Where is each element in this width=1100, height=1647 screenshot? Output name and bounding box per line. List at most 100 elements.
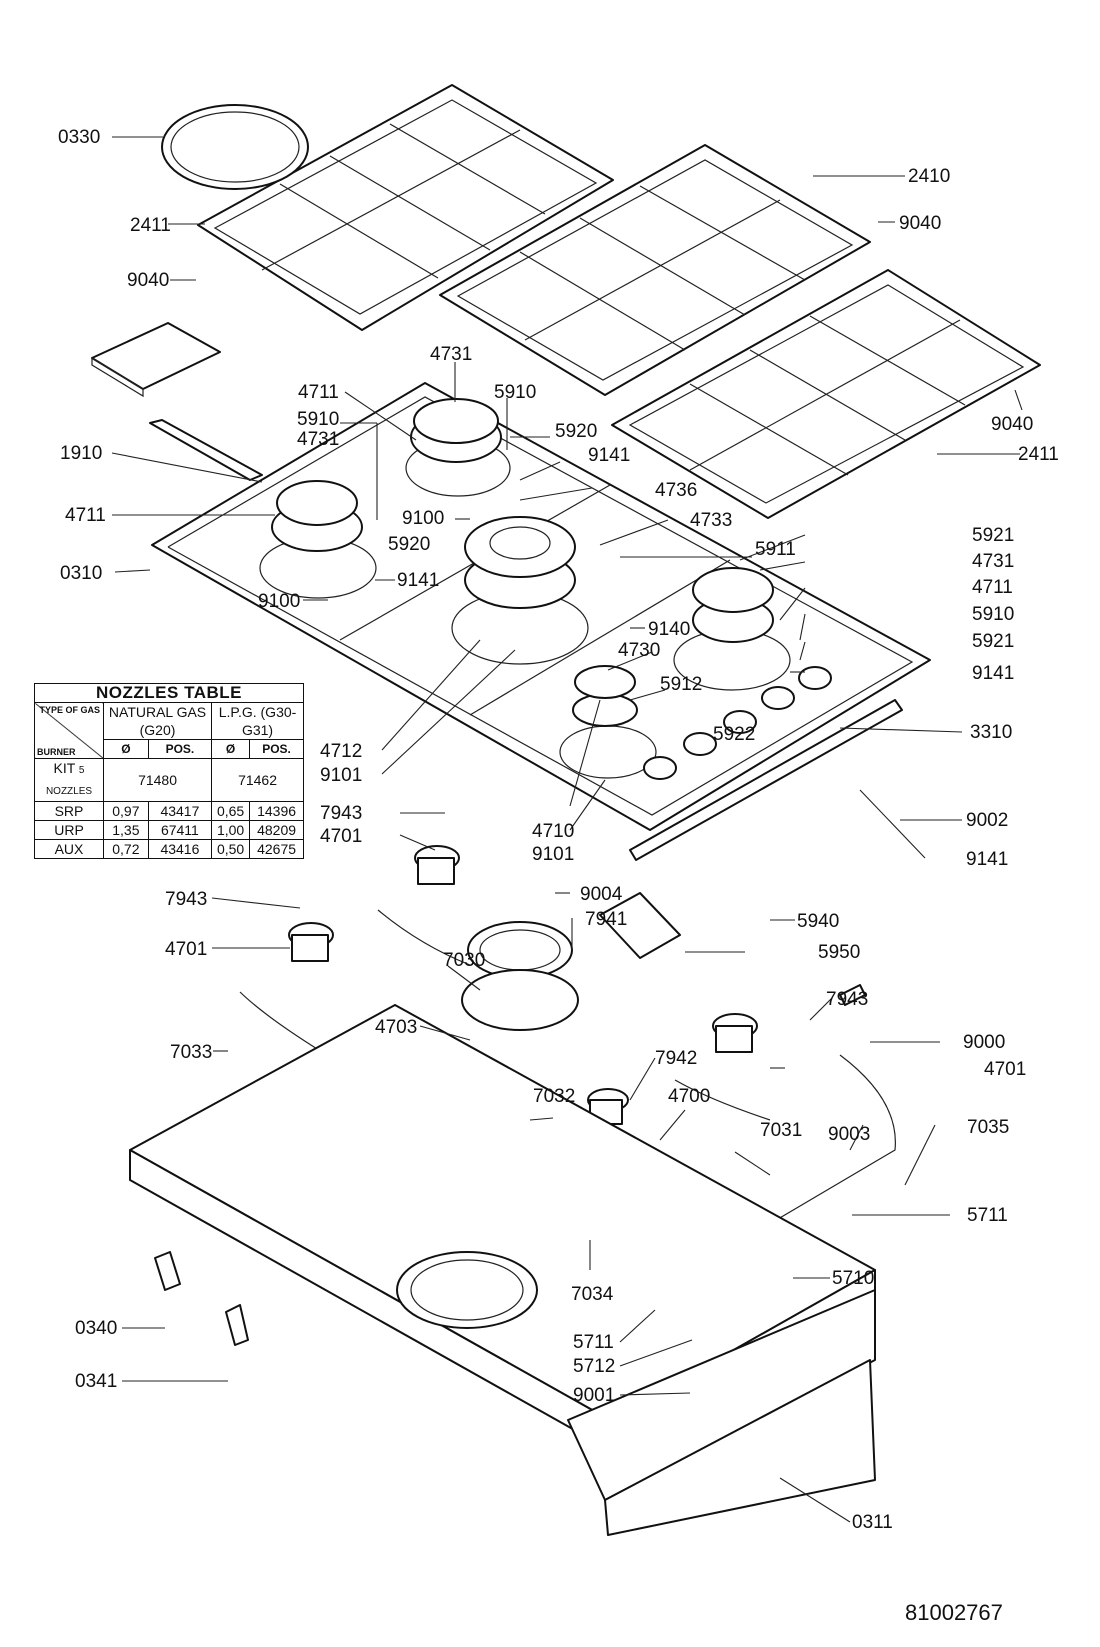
kit-row: KIT 5 NOZZLES 71480 71462 <box>34 758 304 802</box>
callout-5712: 5712 <box>573 1356 615 1377</box>
lpg-pos: 14396 <box>249 801 304 821</box>
type-of-gas-label: TYPE OF GAS <box>39 705 100 715</box>
callout-7942: 7942 <box>655 1048 697 1069</box>
callout-9003: 9003 <box>828 1124 870 1145</box>
callout-4701: 4701 <box>320 826 362 847</box>
callout-7030: 7030 <box>443 950 485 971</box>
front-rail <box>629 699 903 861</box>
callout-9141: 9141 <box>966 849 1008 870</box>
burner-cup-c <box>712 1013 758 1053</box>
callout-4731: 4731 <box>972 551 1014 572</box>
callout-4736: 4736 <box>655 480 697 501</box>
nozzles-table-title: NOZZLES TABLE <box>34 683 304 703</box>
ng-pos: 43417 <box>147 801 213 821</box>
pan-support-center <box>439 144 871 396</box>
callout-9040: 9040 <box>899 213 941 234</box>
table-row: SRP 0,97 43417 0,65 14396 <box>34 801 304 821</box>
callout-9141: 9141 <box>588 445 630 466</box>
callout-9002: 9002 <box>966 810 1008 831</box>
callout-5911: 5911 <box>755 539 796 560</box>
burner-right <box>673 567 791 691</box>
callout-7943: 7943 <box>826 989 868 1010</box>
callout-5950: 5950 <box>818 942 860 963</box>
wok-burner-base <box>461 921 579 1031</box>
callout-0330: 0330 <box>58 127 100 148</box>
callout-3310: 3310 <box>970 722 1012 743</box>
callout-4710: 4710 <box>532 821 574 842</box>
callout-9040: 9040 <box>127 270 169 291</box>
ng-diameter: 0,72 <box>103 839 149 859</box>
callout-7034: 7034 <box>571 1284 614 1305</box>
callout-4711: 4711 <box>65 505 106 526</box>
callout-4731: 4731 <box>430 344 472 365</box>
ng-diameter: 1,35 <box>103 820 149 840</box>
document-code: 81002767 <box>905 1600 1003 1625</box>
lpg-pos: 42675 <box>249 839 304 859</box>
callout-5710: 5710 <box>832 1268 874 1289</box>
callout-9000: 9000 <box>963 1032 1005 1053</box>
callout-4731: 4731 <box>297 429 339 450</box>
natural-gas-header: NATURAL GAS (G20) <box>102 702 213 740</box>
burner-rear-left <box>405 398 511 497</box>
callout-7941: 7941 <box>585 909 627 930</box>
burner-left <box>259 480 377 599</box>
clip-0341 <box>225 1304 249 1346</box>
callout-5921: 5921 <box>972 631 1014 652</box>
ng-diameter: 0,97 <box>103 801 149 821</box>
kit-natural-code: 71480 <box>102 758 213 802</box>
callout-9100: 9100 <box>258 591 300 612</box>
callout-5910: 5910 <box>297 409 339 430</box>
callout-9100: 9100 <box>402 508 444 529</box>
callout-4730: 4730 <box>618 640 660 661</box>
lpg-diameter-header: Ø <box>211 739 251 759</box>
callout-labels: 0330 2411 9040 2410 9040 9040 2411 4731 … <box>58 127 1059 1533</box>
ng-diameter-header: Ø <box>103 739 149 759</box>
seal-strip <box>149 419 263 481</box>
callout-9141: 9141 <box>972 663 1014 684</box>
wok-ring <box>161 104 309 190</box>
callout-5920: 5920 <box>388 534 430 555</box>
callout-5711: 5711 <box>967 1205 1008 1226</box>
burner-front-aux <box>559 665 657 779</box>
callout-7031: 7031 <box>760 1120 802 1141</box>
bracket-9000 <box>839 984 866 1006</box>
burner-name: AUX <box>34 839 104 859</box>
callout-2411: 2411 <box>1018 444 1059 465</box>
callout-5922: 5922 <box>713 724 755 745</box>
callout-0341: 0341 <box>75 1371 117 1392</box>
burner-name: SRP <box>34 801 104 821</box>
callout-7943: 7943 <box>320 803 362 824</box>
lpg-diameter: 1,00 <box>211 820 251 840</box>
callout-5912: 5912 <box>660 674 702 695</box>
table-row: AUX 0,72 43416 0,50 42675 <box>34 839 304 859</box>
kit-lpg-code: 71462 <box>211 758 304 802</box>
lpg-pos-header: POS. <box>249 739 304 759</box>
burner-cup-b <box>288 922 334 962</box>
lpg-header: L.P.G. (G30-G31) <box>211 702 304 740</box>
lpg-pos: 48209 <box>249 820 304 840</box>
callout-4701: 4701 <box>165 939 207 960</box>
base-tray <box>129 1004 876 1536</box>
pan-support-left <box>197 84 614 331</box>
callout-9101: 9101 <box>320 765 362 786</box>
callout-2411: 2411 <box>130 215 171 236</box>
burner-cup-d <box>587 1088 629 1125</box>
callout-2410: 2410 <box>908 166 950 187</box>
kit-sub-label: 5 NOZZLES <box>45 765 93 797</box>
callout-4703: 4703 <box>375 1017 417 1038</box>
table-row: URP 1,35 67411 1,00 48209 <box>34 820 304 840</box>
callout-9101: 9101 <box>532 844 574 865</box>
lpg-diameter: 0,65 <box>211 801 251 821</box>
burner-name: URP <box>34 820 104 840</box>
ignition-switch-block <box>599 892 681 959</box>
burner-label: BURNER <box>37 747 76 757</box>
callout-5711: 5711 <box>573 1332 614 1353</box>
callout-5910: 5910 <box>972 604 1014 625</box>
callout-9141: 9141 <box>397 570 439 591</box>
callout-7033: 7033 <box>170 1042 212 1063</box>
callout-4711: 4711 <box>972 577 1013 598</box>
ng-pos: 43416 <box>147 839 213 859</box>
callout-5920: 5920 <box>555 421 597 442</box>
